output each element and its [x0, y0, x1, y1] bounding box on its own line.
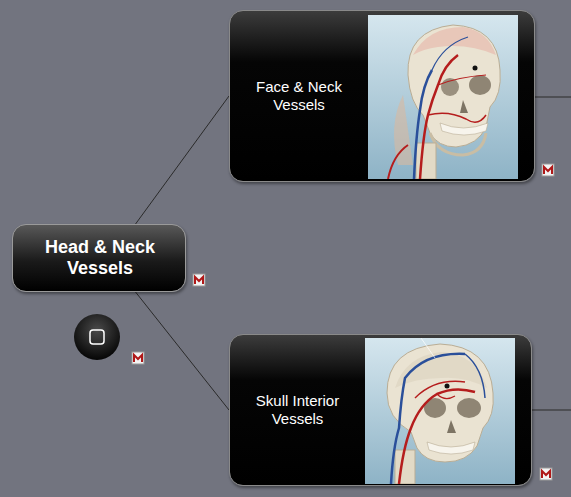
subtopic-box: Face & Neck Vessels	[229, 10, 535, 182]
note-icon	[540, 468, 552, 480]
outgoing-line	[532, 410, 571, 411]
outgoing-line	[535, 97, 571, 98]
topic-label: Skull Interior Vessels	[243, 392, 353, 428]
text-area: Head & Neck Vessels	[13, 225, 187, 291]
note-icon	[193, 274, 205, 286]
home-button	[74, 314, 120, 360]
note-icon	[132, 352, 144, 364]
anatomy-illustration	[365, 338, 515, 484]
branch-line	[136, 292, 229, 410]
text-area: Skull Interior Vessels	[230, 335, 365, 485]
subtopic-box: Skull Interior Vessels	[229, 334, 532, 486]
branch-line	[136, 96, 229, 224]
text-area: Face & Neck Vessels	[230, 11, 368, 181]
topic-label: Head & Neck Vessels	[35, 237, 165, 279]
note-icon	[542, 164, 554, 176]
root-topic-box: Head & Neck Vessels	[12, 224, 186, 292]
topic-label: Face & Neck Vessels	[244, 78, 354, 114]
anatomy-illustration	[368, 15, 518, 179]
